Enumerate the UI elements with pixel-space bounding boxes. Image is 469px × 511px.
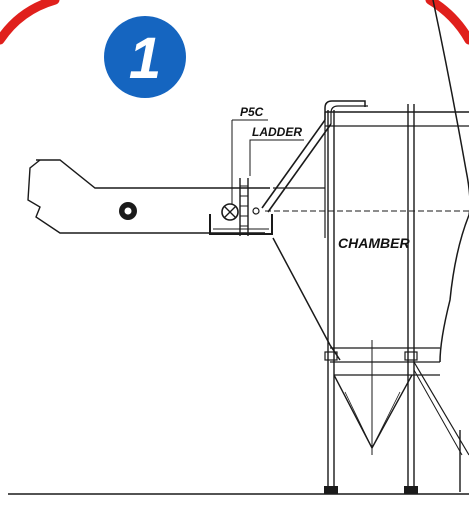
ladder bbox=[239, 139, 304, 236]
badge-number: 1 bbox=[129, 26, 161, 91]
column-mid-base bbox=[404, 486, 418, 494]
support-columns bbox=[324, 104, 469, 494]
chamber-label: CHAMBER bbox=[338, 235, 410, 251]
inspection-port-center bbox=[124, 207, 132, 215]
hopper-cone bbox=[333, 340, 440, 455]
brace-right bbox=[413, 361, 469, 456]
valve-wheel-icon bbox=[221, 203, 239, 221]
inclined-pipe bbox=[261, 100, 368, 213]
column-left-base bbox=[324, 486, 338, 494]
tray-outline bbox=[209, 214, 273, 235]
duct bbox=[27, 159, 270, 234]
red-ring-frame bbox=[0, 0, 469, 45]
duct-lower-outline bbox=[27, 159, 265, 234]
badge-circle bbox=[104, 16, 186, 98]
psc-valve bbox=[221, 119, 268, 221]
duct-upper-outline bbox=[36, 159, 270, 189]
ladder-label: LADDER bbox=[252, 125, 302, 139]
psc-label: P5C bbox=[240, 105, 264, 119]
ladder-leader-line bbox=[249, 139, 258, 176]
step-number-badge: 1 bbox=[104, 16, 186, 98]
valve-tray bbox=[209, 214, 273, 235]
chamber: CHAMBER bbox=[272, 0, 469, 363]
small-fitting-icon bbox=[252, 207, 260, 215]
